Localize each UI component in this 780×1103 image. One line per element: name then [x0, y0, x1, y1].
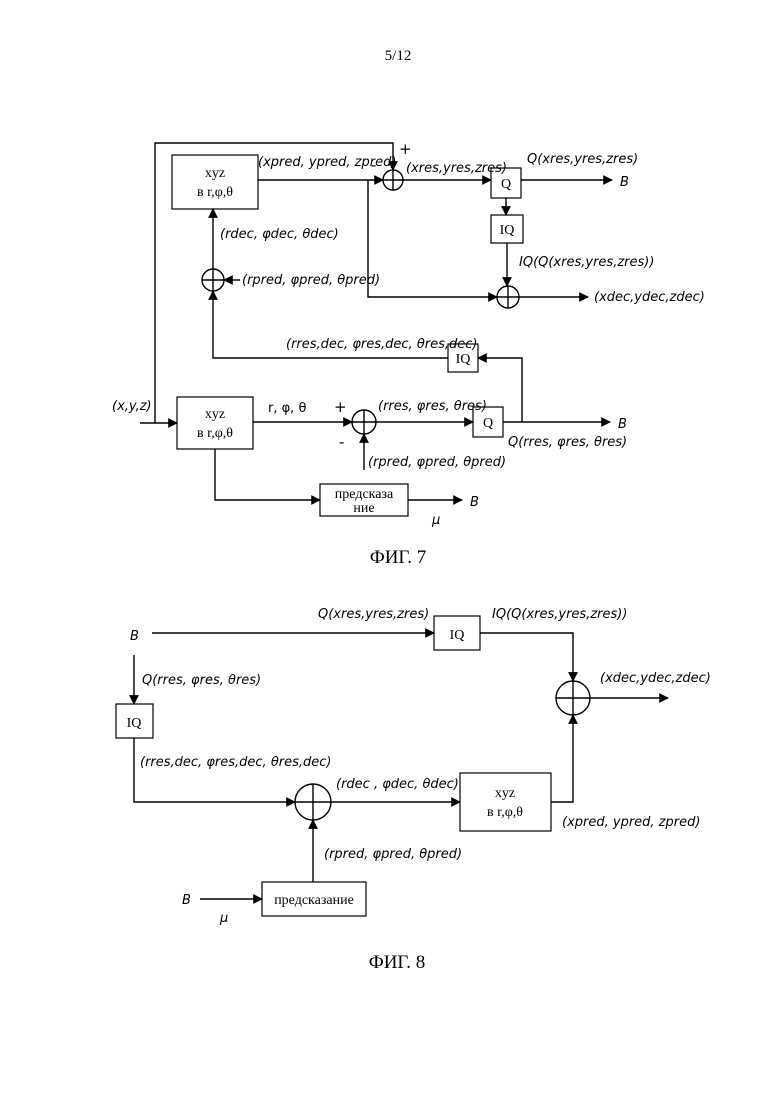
- fig8-caption: ФИГ. 8: [369, 952, 426, 973]
- figure-7: xyz в r,φ,θ xyz в r,φ,θ Q IQ IQ Q предск…: [112, 140, 705, 568]
- fig8-sum-xyz-dec: [556, 681, 590, 715]
- page-number: 5/12: [385, 48, 412, 64]
- fig8-xyz-pred-label: (xpred, ypred, zpred): [562, 815, 700, 830]
- fig8-input-b-top: B: [130, 629, 139, 644]
- fig7-q-spherical-res-label: Q(rres, φres, θres): [508, 435, 627, 450]
- fig7-sum-xyz-res: [383, 170, 403, 190]
- fig7-quantizer-spherical-label: Q: [483, 416, 493, 431]
- fig7-xyz-res-label: (xres,yres,zres): [406, 161, 507, 176]
- fig7-spherical-pred-bottom-label: (rpred, φpred, θpred): [368, 455, 506, 470]
- fig7-converter-bottom-box: [177, 397, 253, 449]
- fig8-iq-spherical-label: IQ: [127, 716, 142, 731]
- fig7-spherical-dec-label: (rdec, φdec, θdec): [220, 227, 339, 242]
- fig7-iq-spherical-label: IQ: [456, 352, 471, 367]
- fig7-spherical-res-dec-label: (rres,dec, φres,dec, θres,dec): [286, 337, 477, 352]
- fig8-input-b-bottom: B: [182, 893, 191, 908]
- fig7-xyz-dec-label: (xdec,ydec,zdec): [594, 290, 705, 305]
- figure-8: IQ IQ xyz в r,φ,θ предсказание: [116, 607, 711, 973]
- fig7-mu-label: μ: [431, 513, 440, 528]
- fig7-prediction-label1: предсказа: [335, 487, 394, 502]
- fig8-converter-label1: xyz: [495, 786, 515, 801]
- fig8-sum-spherical-dec: [295, 784, 331, 820]
- fig7-quantizer-xyz-label: Q: [501, 177, 511, 192]
- fig7-iq-q-xyz-res-label: IQ(Q(xres,yres,zres)): [519, 255, 654, 270]
- fig7-spherical-pred-top-label: (rpred, φpred, θpred): [242, 273, 380, 288]
- fig8-q-spherical-res-label: Q(rres, φres, θres): [142, 673, 261, 688]
- fig8-q-xyz-res-label: Q(xres,yres,zres): [318, 607, 429, 622]
- fig8-xyz-dec-label: (xdec,ydec,zdec): [600, 671, 711, 686]
- fig7-sum-xyz-dec: [497, 286, 519, 308]
- fig7-input-label: (x,y,z): [112, 399, 152, 414]
- fig7-sum-spherical-dec: [202, 269, 224, 291]
- fig7-converter-top-box: [172, 155, 258, 209]
- fig7-prediction-label2: ние: [353, 501, 374, 516]
- fig7-minus-sign-bottom: -: [339, 433, 344, 451]
- fig7-spherical-res-label: (rres, φres, θres): [378, 399, 487, 414]
- fig8-prediction-label: предсказание: [274, 893, 354, 908]
- fig7-q-xyz-res-label: Q(xres,yres,zres): [527, 152, 638, 167]
- fig7-output-b-top: B: [620, 175, 629, 190]
- fig7-r-phi-theta-label: r, φ, θ: [268, 401, 306, 416]
- fig7-xyz-pred-label: (xpred, ypred, zpred): [258, 155, 396, 170]
- fig8-iq-xyz-label: IQ: [450, 628, 465, 643]
- fig7-plus-sign-bottom: +: [334, 398, 347, 416]
- fig7-plus-sign-top: +: [399, 140, 412, 158]
- fig7-sum-spherical-res: [352, 410, 376, 434]
- fig7-converter-top-label1: xyz: [205, 166, 225, 181]
- fig8-iq-q-xyz-res-label: IQ(Q(xres,yres,zres)): [492, 607, 627, 622]
- fig8-spherical-pred-label: (rpred, φpred, θpred): [324, 847, 462, 862]
- fig7-output-b-middle: B: [618, 417, 627, 432]
- fig7-converter-bottom-label1: xyz: [205, 407, 225, 422]
- fig7-caption: ФИГ. 7: [370, 547, 427, 568]
- fig8-spherical-res-dec-label: (rres,dec, φres,dec, θres,dec): [140, 755, 331, 770]
- fig7-converter-top-label2: в r,φ,θ: [197, 185, 233, 200]
- fig7-iq-xyz-label: IQ: [500, 223, 515, 238]
- fig8-mu-label: μ: [219, 911, 228, 926]
- fig8-converter-label2: в r,φ,θ: [487, 805, 523, 820]
- fig8-spherical-dec-label: (rdec , φdec, θdec): [336, 777, 459, 792]
- fig7-converter-bottom-label2: в r,φ,θ: [197, 426, 233, 441]
- fig7-output-b-bottom: B: [470, 495, 479, 510]
- fig8-converter-box: [460, 773, 551, 831]
